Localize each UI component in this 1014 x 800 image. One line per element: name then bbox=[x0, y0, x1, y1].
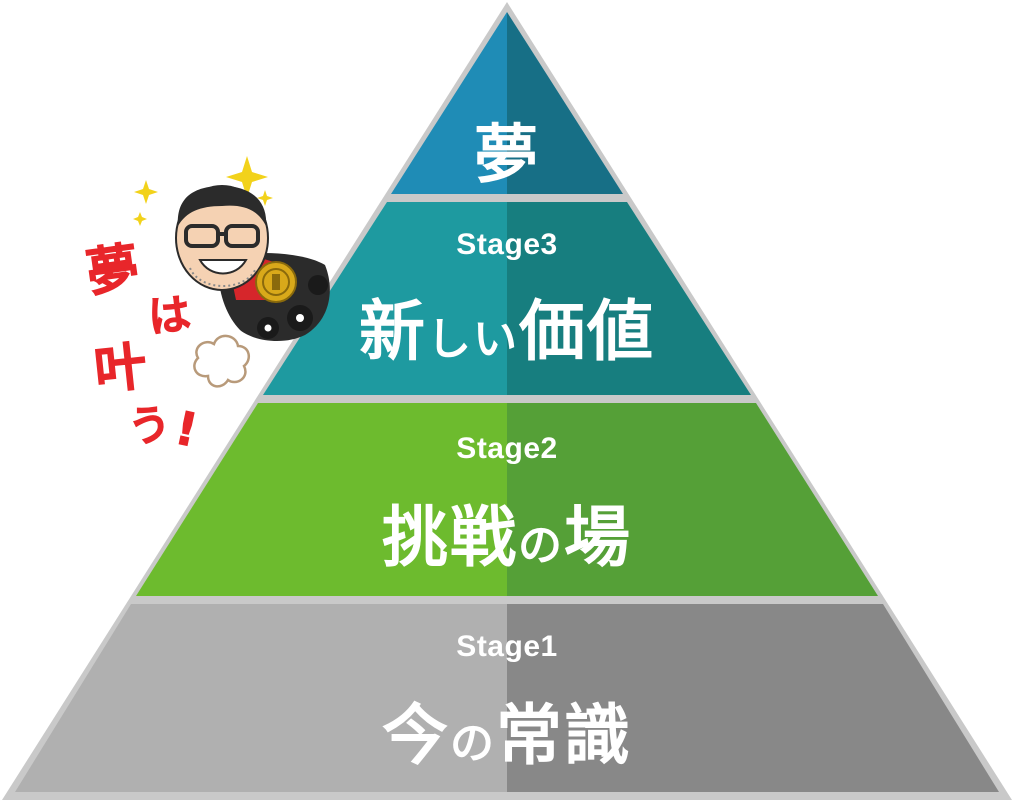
stage1-title-part-c: 常識 bbox=[496, 697, 632, 774]
stage2-label: Stage2 bbox=[456, 432, 558, 465]
tier-stage1-left bbox=[15, 604, 507, 792]
stage2-title-part-c: 場 bbox=[564, 499, 632, 576]
tier-stage2-left bbox=[136, 403, 507, 596]
stage1-title-part-b: の bbox=[450, 718, 496, 769]
stage3-title-part-c: 価値 bbox=[519, 293, 655, 370]
stage1-title: 今の常識 bbox=[382, 682, 632, 778]
coin-icon bbox=[255, 261, 297, 303]
tier-top-left bbox=[391, 12, 507, 194]
callout-char-1: 夢 bbox=[82, 237, 143, 305]
callout-char-2: は bbox=[145, 288, 193, 343]
stage2-title-part-b: の bbox=[518, 520, 564, 571]
stage2-title: 挑戦の場 bbox=[382, 484, 632, 580]
character-illustration bbox=[175, 185, 330, 342]
callout-char-3: 叶 bbox=[91, 336, 150, 402]
stage1-label: Stage1 bbox=[456, 630, 558, 663]
stage2-title-part-a: 挑戦 bbox=[382, 499, 518, 576]
tier-stage3-right bbox=[507, 202, 751, 395]
stage3-label: Stage3 bbox=[456, 228, 558, 261]
stage3-title-part-b: しい bbox=[427, 314, 519, 365]
tier-top-title: 夢 bbox=[474, 119, 540, 193]
stage1-title-part-a: 今 bbox=[382, 697, 450, 774]
tier-top-right bbox=[507, 12, 623, 194]
dust-cloud-icon bbox=[193, 334, 251, 388]
stage3-title-part-a: 新 bbox=[359, 293, 427, 370]
stage3-title: 新しい価値 bbox=[359, 278, 655, 374]
tier-stage3-left bbox=[263, 202, 507, 395]
tier-stage1-right bbox=[507, 604, 999, 792]
sparkle-icon bbox=[133, 156, 273, 226]
tier-stage2-right bbox=[507, 403, 878, 596]
